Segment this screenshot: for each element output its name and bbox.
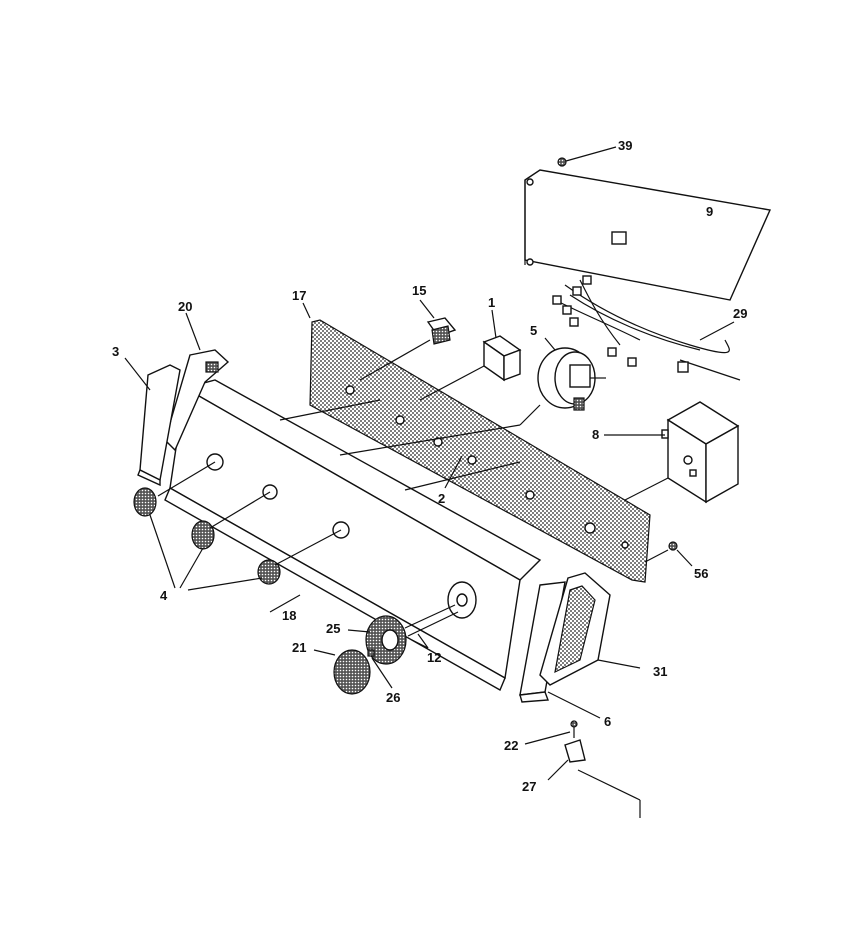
callout-21: 21 [292,640,306,655]
part-1-selector [419,309,522,401]
callout-56: 56 [694,566,708,581]
part-22-screw [524,720,578,745]
callout-39: 39 [618,138,632,153]
part-9-rear-bracket [524,169,772,381]
part-15-switch [359,299,457,381]
callout-20: 20 [178,299,192,314]
callout-18: 18 [282,608,296,623]
callout-31: 31 [653,664,667,679]
callout-4: 4 [160,588,168,603]
part-29-wire-harness [552,275,735,373]
callout-6: 6 [604,714,611,729]
callout-5: 5 [530,323,537,338]
callout-8: 8 [592,427,599,442]
part-2-harness-wires [279,399,521,491]
callout-3: 3 [112,344,119,359]
part-12-shaft [404,604,459,649]
callout-27: 27 [522,779,536,794]
callout-25: 25 [326,621,340,636]
part-3-left-end-cap [124,357,181,487]
part-8-timer [604,401,740,504]
callout-22: 22 [504,738,518,753]
part-18-console-front [164,379,542,691]
part-25-knob-skirt [347,615,407,665]
callout-26: 26 [386,690,400,705]
part-21-knob [313,649,371,695]
callout-17: 17 [292,288,306,303]
callout-29: 29 [733,306,747,321]
callout-9: 9 [706,204,713,219]
part-5-pressure-switch [519,337,606,426]
part-31-end-bracket [539,572,641,686]
part-4-knobs [133,461,342,591]
callout-12: 12 [427,650,441,665]
part-39-screw [557,146,617,167]
callout-1: 1 [488,295,495,310]
part-6-right-end-cap [519,581,601,719]
callout-2: 2 [438,491,445,506]
part-27-bracket [547,739,641,818]
part-17-control-panel-back [302,302,651,583]
part-56-screw [644,541,693,567]
callout-15: 15 [412,283,426,298]
part-26-clip [367,649,393,689]
